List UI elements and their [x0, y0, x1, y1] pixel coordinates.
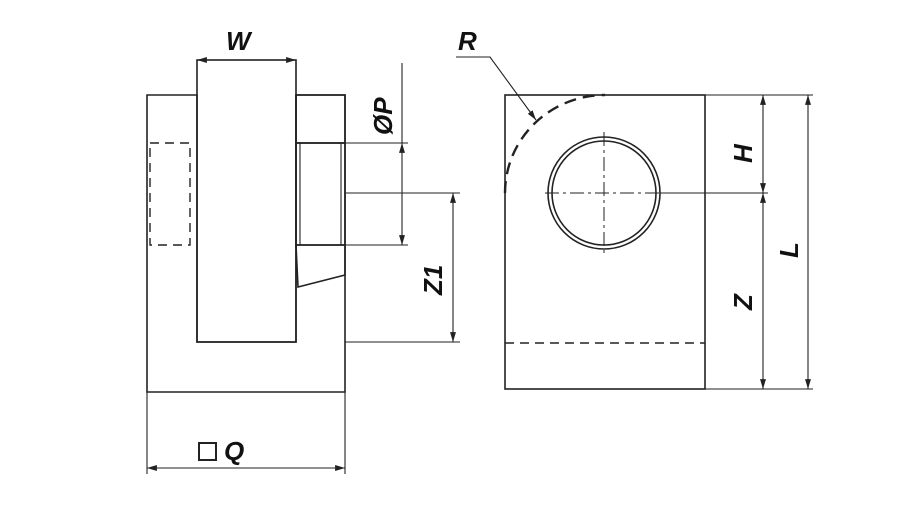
dim-label-w: W [226, 26, 253, 56]
square-symbol-icon [198, 442, 217, 461]
side-view: W ØP Z1 Q [146, 26, 460, 474]
dim-label-p: ØP [368, 97, 398, 135]
dim-label-q: Q [224, 436, 244, 466]
dim-label-r: R [458, 26, 477, 56]
dim-label-z: Z [728, 293, 758, 311]
radius-arc [503, 93, 606, 194]
clevis-body [146, 94, 346, 393]
pin-bore [295, 142, 346, 246]
hidden-bore-outline [149, 142, 191, 246]
hatched-section-bottom [295, 244, 346, 289]
block-body [504, 94, 706, 390]
dim-label-h: H [728, 143, 758, 163]
dim-label-z1: Z1 [418, 265, 448, 296]
leader-line-r [456, 56, 537, 121]
dim-label-l: L [774, 242, 804, 258]
slot [196, 59, 297, 343]
front-view: R H Z L [456, 26, 813, 390]
hatched-section-top [295, 94, 346, 144]
